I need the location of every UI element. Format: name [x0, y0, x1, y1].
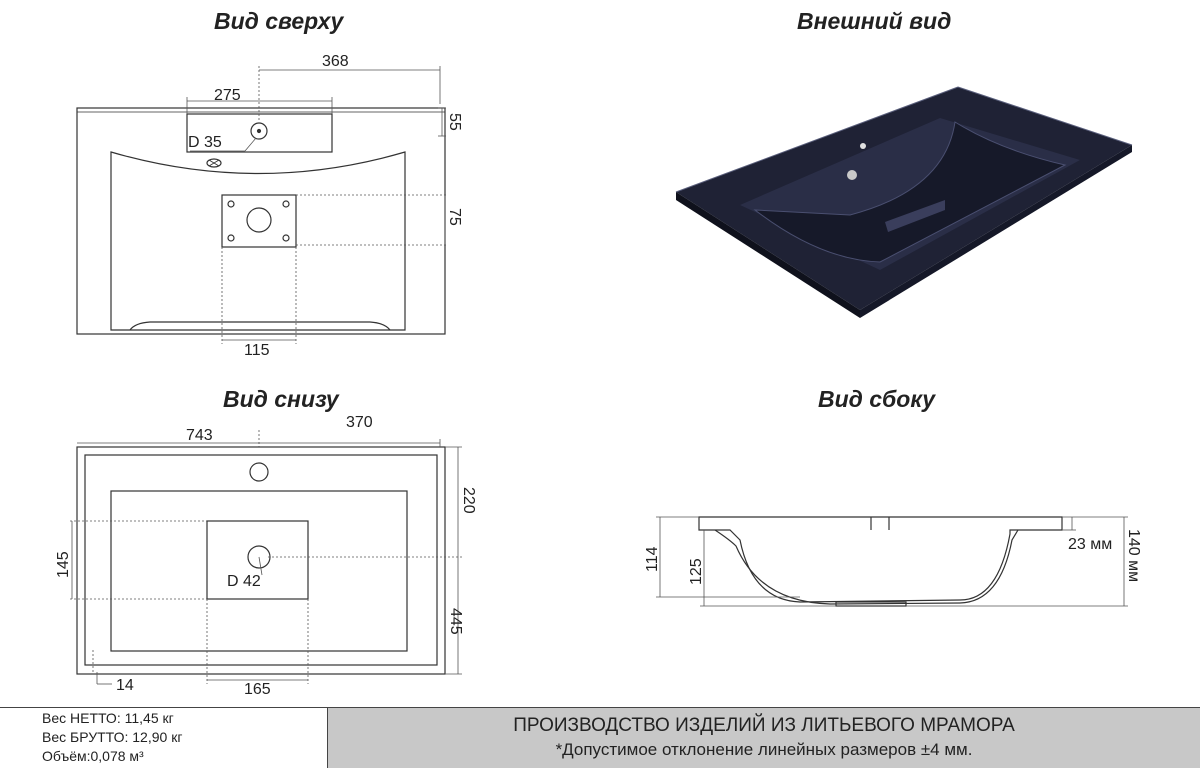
footer: Вес НЕТТО: 11,45 кг Вес БРУТТО: 12,90 кг… — [0, 707, 1200, 768]
side-view-drawing — [698, 516, 1063, 607]
external-view-title: Внешний вид — [797, 8, 952, 34]
dim-743: 743 — [186, 427, 213, 444]
side-view-dimension-lines — [656, 516, 1128, 607]
bottom-view-dimension-lines — [70, 430, 462, 685]
dim-14: 14 — [116, 677, 134, 694]
dim-75: 75 — [446, 208, 463, 226]
dim-125: 125 — [688, 558, 705, 585]
top-view-drawing — [76, 107, 446, 335]
dim-165: 165 — [244, 681, 271, 698]
dim-114: 114 — [644, 546, 661, 572]
dim-445: 445 — [447, 608, 464, 635]
dim-140mm: 140 мм — [1125, 529, 1142, 582]
top-view-title: Вид сверху — [214, 8, 344, 34]
dim-370: 370 — [346, 414, 373, 431]
dim-115: 115 — [244, 342, 270, 359]
tolerance-note: *Допустимое отклонение линейных размеров… — [555, 740, 973, 759]
sink-3d-illustration — [675, 86, 1133, 318]
dim-d35: D 35 — [188, 134, 222, 151]
dim-220: 220 — [460, 487, 477, 514]
top-view-dimension-lines — [186, 66, 448, 344]
specs-panel: Вес НЕТТО: 11,45 кг Вес БРУТТО: 12,90 кг… — [0, 708, 328, 768]
side-view-title: Вид сбоку — [818, 386, 936, 412]
dim-d42: D 42 — [227, 573, 261, 590]
weight-gross: Вес БРУТТО: 12,90 кг — [42, 729, 183, 745]
weight-net: Вес НЕТТО: 11,45 кг — [42, 710, 174, 726]
drawing-canvas: 368 275 55 D 35 75 115 — [55, 53, 1142, 698]
bottom-view-title: Вид снизу — [223, 386, 339, 412]
manufacturer-heading: ПРОИЗВОДСТВО ИЗДЕЛИЙ ИЗ ЛИТЬЕВОГО МРАМОР… — [513, 715, 1015, 736]
dim-368: 368 — [322, 53, 349, 70]
dim-23mm: 23 мм — [1068, 536, 1112, 553]
manufacturer-panel: ПРОИЗВОДСТВО ИЗДЕЛИЙ ИЗ ЛИТЬЕВОГО МРАМОР… — [328, 708, 1200, 768]
bottom-view-drawing — [76, 446, 446, 675]
volume: Объём:0,078 м³ — [42, 748, 144, 764]
dim-145: 145 — [55, 551, 72, 578]
dim-275: 275 — [214, 87, 241, 104]
dim-55: 55 — [446, 113, 463, 131]
